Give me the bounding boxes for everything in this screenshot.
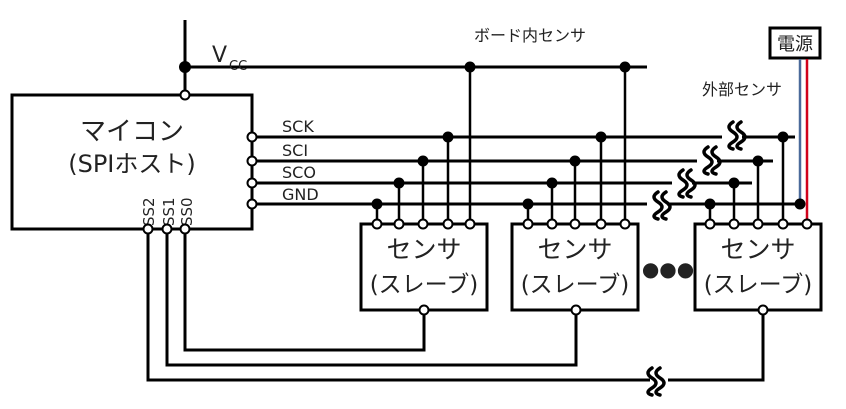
host-sco-pin xyxy=(246,177,258,189)
host-mcu-box xyxy=(10,93,254,231)
break-marks xyxy=(646,120,747,397)
host-title: マイコン xyxy=(80,117,184,147)
ss0-line xyxy=(183,229,426,352)
gnd-break-mark-a xyxy=(652,190,664,221)
sci-break-mark-a xyxy=(702,145,714,176)
host-ss1-pin xyxy=(161,223,173,235)
sck-label: SCK xyxy=(282,117,314,136)
host-vcc-pin xyxy=(179,89,191,101)
sensor-3-subtitle: (スレーブ) xyxy=(704,272,813,298)
sco-label: SCO xyxy=(282,163,316,182)
board-sensors-label: ボード内センサ xyxy=(474,26,586,45)
sensor-2-title: センサ xyxy=(537,235,612,264)
sck-break-mark-b xyxy=(735,120,747,151)
sensor-1-title: センサ xyxy=(386,235,461,264)
more-sensors-ellipsis: ●●● xyxy=(642,257,694,281)
vcc-subscript: CC xyxy=(229,59,247,74)
ss2-break-mark-a xyxy=(646,366,658,397)
host-ss0-pin xyxy=(179,223,191,235)
ss0-label: SS0 xyxy=(178,197,196,226)
vcc-junction xyxy=(179,61,191,73)
sensor-1-subtitle: (スレーブ) xyxy=(370,272,479,298)
sci-break-mark-b xyxy=(710,145,722,176)
bus-lines xyxy=(252,135,800,206)
ss2-line-ext xyxy=(668,314,765,382)
vcc-label: V xyxy=(212,43,227,68)
host-subtitle: (SPIホスト) xyxy=(68,150,196,178)
power-supply-box xyxy=(768,26,822,60)
sck-break-mark-a xyxy=(727,120,739,151)
sensor-1: センサ (スレーブ) xyxy=(359,61,489,316)
host-sck-pin xyxy=(246,131,258,143)
ss1-label: SS1 xyxy=(160,197,178,226)
sensor-3-title: センサ xyxy=(720,235,795,264)
sci-label: SCI xyxy=(282,141,308,160)
sensor-2-box xyxy=(510,222,640,312)
host-gnd-pin xyxy=(246,198,258,210)
host-sci-pin xyxy=(246,155,258,167)
sco-break-mark-a xyxy=(677,168,689,199)
sensor-2-subtitle: (スレーブ) xyxy=(521,272,630,298)
power-supply-label: 電源 xyxy=(777,34,813,55)
ss1-line xyxy=(165,229,578,367)
external-sensors-label: 外部センサ xyxy=(702,80,782,99)
gnd-break-mark-b xyxy=(660,190,672,221)
ss2-label: SS2 xyxy=(140,197,158,226)
slave-select-lines xyxy=(146,229,765,382)
host-ss2-pin xyxy=(142,223,154,235)
gnd-label: GND xyxy=(282,185,319,204)
ss2-break-mark-b xyxy=(654,366,666,397)
sensor-3: センサ (スレーブ) xyxy=(693,131,823,316)
sco-break-mark-b xyxy=(685,168,697,199)
ss2-line-board xyxy=(146,229,650,382)
sensor-2: センサ (スレーブ) xyxy=(510,61,640,316)
